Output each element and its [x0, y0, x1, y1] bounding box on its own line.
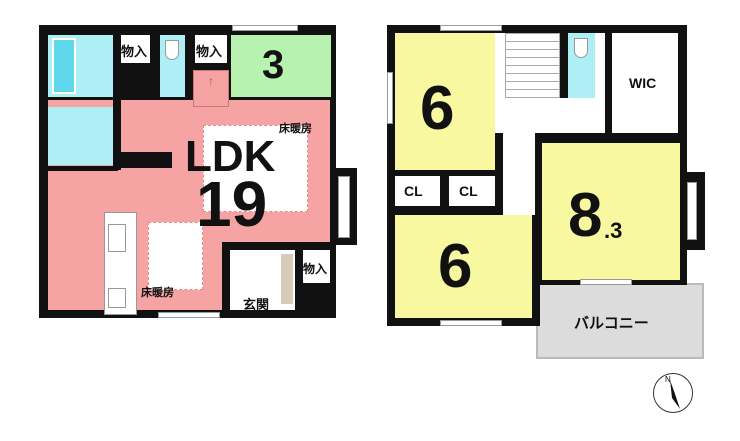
bathtub: [52, 38, 76, 94]
storage-2-label: 物入: [196, 44, 223, 59]
storage-1: [121, 35, 150, 63]
stove-icon: [108, 288, 126, 308]
toilet-icon: [574, 38, 588, 58]
floor-heating-area-2: [148, 222, 203, 290]
master-bedroom-size-decimal: .3: [604, 218, 623, 243]
closet-1-label: CL: [404, 183, 423, 199]
floor-1-plan: 物入 物入 3 ↑ 床暖房 床暖房 LDK 19 玄関 物入: [39, 25, 357, 318]
ldk-label: LDK: [185, 132, 276, 181]
stairs-arrow-icon: ↑: [208, 74, 214, 88]
bedroom-6-north-size: 6: [420, 74, 455, 143]
bay-window: [687, 182, 697, 240]
floor-heating-label-1: 床暖房: [279, 123, 312, 135]
storage-3-label: 物入: [303, 262, 328, 276]
floor-2-plan: バルコニー WIC 6 CL CL 6 8 .3 N: [370, 0, 740, 441]
closet-2-label: CL: [459, 183, 478, 199]
wall-segment: [48, 166, 118, 171]
window: [440, 25, 502, 31]
balcony-label: バルコニー: [574, 315, 649, 332]
sink-icon: [108, 224, 126, 252]
storage-3: [303, 250, 330, 283]
wall-segment: [113, 97, 121, 170]
master-bedroom: [542, 143, 680, 280]
bay-window: [338, 176, 350, 238]
storage-2: [195, 35, 227, 63]
floor-heating-label-2: 床暖房: [141, 287, 174, 299]
japanese-room-size: 3: [262, 43, 285, 87]
kitchen-counter: [104, 212, 137, 315]
window: [580, 279, 632, 285]
entrance-label: 玄関: [243, 297, 270, 312]
window: [387, 72, 393, 124]
window: [232, 25, 298, 31]
hallway: [503, 100, 535, 215]
wall-segment: [560, 33, 568, 98]
washroom: [48, 107, 113, 165]
walk-in-closet: [612, 33, 678, 133]
stairs-1f: [193, 70, 229, 107]
balcony: [536, 283, 704, 359]
shoe-cabinet: [281, 254, 293, 304]
compass-north-label: N: [665, 375, 671, 384]
storage-1-label: 物入: [121, 44, 148, 59]
wic-label: WIC: [629, 75, 657, 91]
compass: N: [653, 373, 693, 413]
compass-needle-icon: [670, 380, 680, 409]
bedroom-6-north: [395, 33, 495, 170]
window: [440, 320, 502, 326]
master-bedroom-size: 8: [568, 181, 603, 250]
bedroom-6-south-size: 6: [438, 232, 473, 301]
bedroom-6-south: [395, 215, 532, 318]
stairs-2f: [505, 33, 560, 98]
closet-2: [449, 176, 495, 206]
wall-segment: [120, 152, 172, 168]
japanese-room: [231, 35, 331, 97]
window: [158, 312, 220, 318]
toilet-icon: [165, 40, 179, 60]
closet-1: [395, 176, 440, 206]
ldk-size: 19: [196, 168, 268, 240]
floor-heating-area-1: [203, 125, 308, 212]
